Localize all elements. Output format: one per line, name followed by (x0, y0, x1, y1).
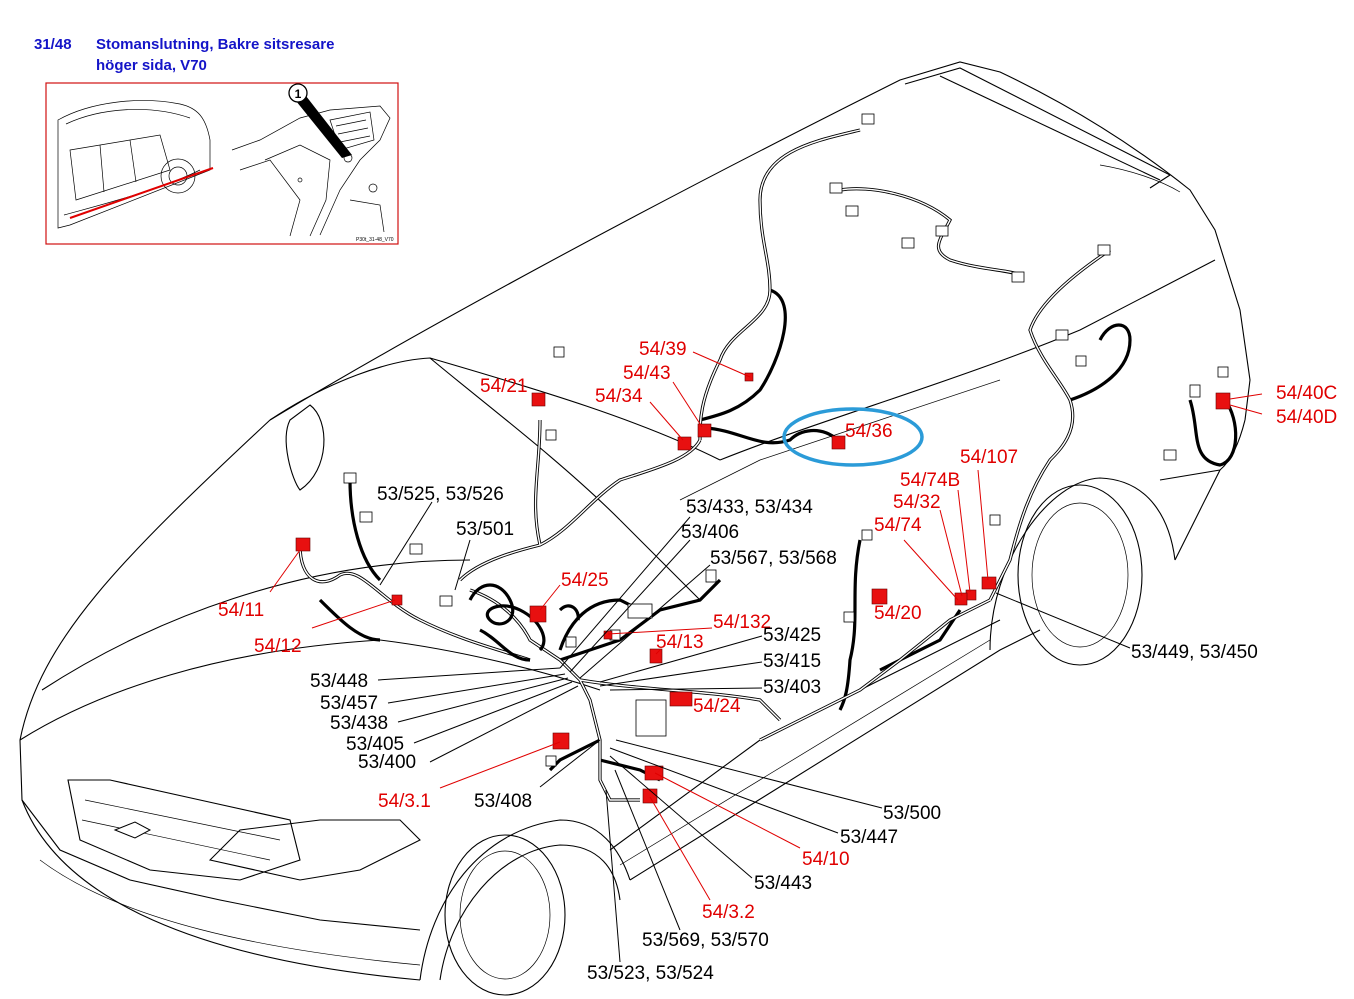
header-line-1: 31/48 Stomanslutning, Bakre sitsresare (34, 34, 394, 55)
label-53-500: 53/500 (883, 803, 941, 824)
label-54-39: 54/39 (639, 339, 687, 360)
connector-54-11 (295, 537, 311, 552)
label-53-448: 53/448 (310, 671, 368, 692)
connector-54-40c-d (1215, 392, 1231, 410)
label-53-406: 53/406 (681, 522, 739, 543)
label-54-3-2: 54/3.2 (702, 902, 755, 923)
inset-detail-sketch (231, 105, 391, 237)
leader-lines (269, 351, 1263, 963)
label-53-449: 53/449, 53/450 (1131, 642, 1258, 663)
label-53-457: 53/457 (320, 693, 378, 714)
label-54-24: 54/24 (693, 696, 741, 717)
label-54-32: 54/32 (893, 492, 941, 513)
connector-54-36 (831, 435, 846, 450)
label-53-400: 53/400 (358, 752, 416, 773)
label-54-34: 54/34 (595, 386, 643, 407)
diagram-header: 31/48 Stomanslutning, Bakre sitsresare hö… (34, 34, 394, 76)
label-53-403: 53/403 (763, 677, 821, 698)
label-54-40c: 54/40C (1276, 383, 1337, 404)
connector-54-25 (529, 605, 547, 623)
label-54-13: 54/13 (656, 632, 704, 653)
black-labels: 53/525, 53/526 53/501 53/433, 53/434 53/… (310, 484, 1258, 984)
connector-54-34 (677, 436, 692, 451)
label-54-12: 54/12 (254, 636, 302, 657)
diagram-title-line1: Stomanslutning, Bakre sitsresare (96, 36, 335, 53)
label-53-405: 53/405 (346, 734, 404, 755)
label-53-408: 53/408 (474, 791, 532, 812)
red-labels: 54/39 54/43 54/34 54/21 54/36 54/40C 54/… (218, 339, 1337, 923)
label-54-43: 54/43 (623, 363, 671, 384)
label-54-107: 54/107 (960, 447, 1018, 468)
connector-54-12 (391, 594, 403, 606)
label-54-3-1: 54/3.1 (378, 791, 431, 812)
diagram-number: 31/48 (34, 36, 72, 53)
connector-54-74b (965, 589, 977, 601)
harness-inner (299, 129, 1111, 801)
connector-54-10 (644, 765, 664, 781)
other-connectors (343, 113, 1229, 767)
connector-54-43 (697, 423, 712, 438)
label-54-11: 54/11 (218, 600, 264, 621)
diagram-title-line2: höger sida, V70 (96, 57, 207, 74)
connector-54-21 (531, 392, 546, 407)
label-53-425: 53/425 (763, 625, 821, 646)
inset-code: P30t_31-48_V70 (356, 237, 394, 243)
inset-frame (45, 82, 399, 245)
label-53-415: 53/415 (763, 651, 821, 672)
location-inset: 1 P30t_31-48_V70 (45, 82, 399, 245)
label-53-433: 53/433, 53/434 (686, 497, 813, 518)
label-54-20: 54/20 (874, 603, 922, 624)
connector-54-20 (871, 588, 888, 605)
highlight-ellipse (782, 407, 924, 467)
label-53-523: 53/523, 53/524 (587, 963, 714, 984)
connector-54-3-1 (552, 732, 570, 750)
label-54-74: 54/74 (874, 515, 922, 536)
label-53-567: 53/567, 53/568 (710, 548, 837, 569)
ground-marker-number: 1 (295, 87, 302, 101)
label-53-438: 53/438 (330, 713, 388, 734)
inset-location-line (69, 167, 214, 219)
ground-pointer (292, 96, 352, 158)
highlighted-connectors (295, 372, 1231, 804)
header-line-2: höger sida, V70 (34, 55, 394, 76)
label-53-443: 53/443 (754, 873, 812, 894)
connector-54-24 (669, 691, 693, 707)
label-54-36: 54/36 (845, 421, 893, 442)
label-53-525: 53/525, 53/526 (377, 484, 504, 505)
wiring-harness (298, 128, 1238, 802)
label-54-25: 54/25 (561, 570, 609, 591)
label-54-10: 54/10 (802, 849, 850, 870)
label-54-132: 54/132 (713, 612, 771, 633)
label-54-74b: 54/74B (900, 470, 960, 491)
ground-marker-circle (288, 83, 308, 103)
harness-outer (298, 128, 1238, 802)
label-53-447: 53/447 (840, 827, 898, 848)
label-53-569: 53/569, 53/570 (642, 930, 769, 951)
connector-54-132 (603, 630, 613, 640)
label-53-501: 53/501 (456, 519, 514, 540)
connector-54-107 (981, 576, 997, 590)
connector-54-13 (649, 648, 663, 664)
label-54-40d: 54/40D (1276, 407, 1337, 428)
label-54-21: 54/21 (480, 376, 528, 397)
connector-54-3-2 (642, 788, 658, 804)
